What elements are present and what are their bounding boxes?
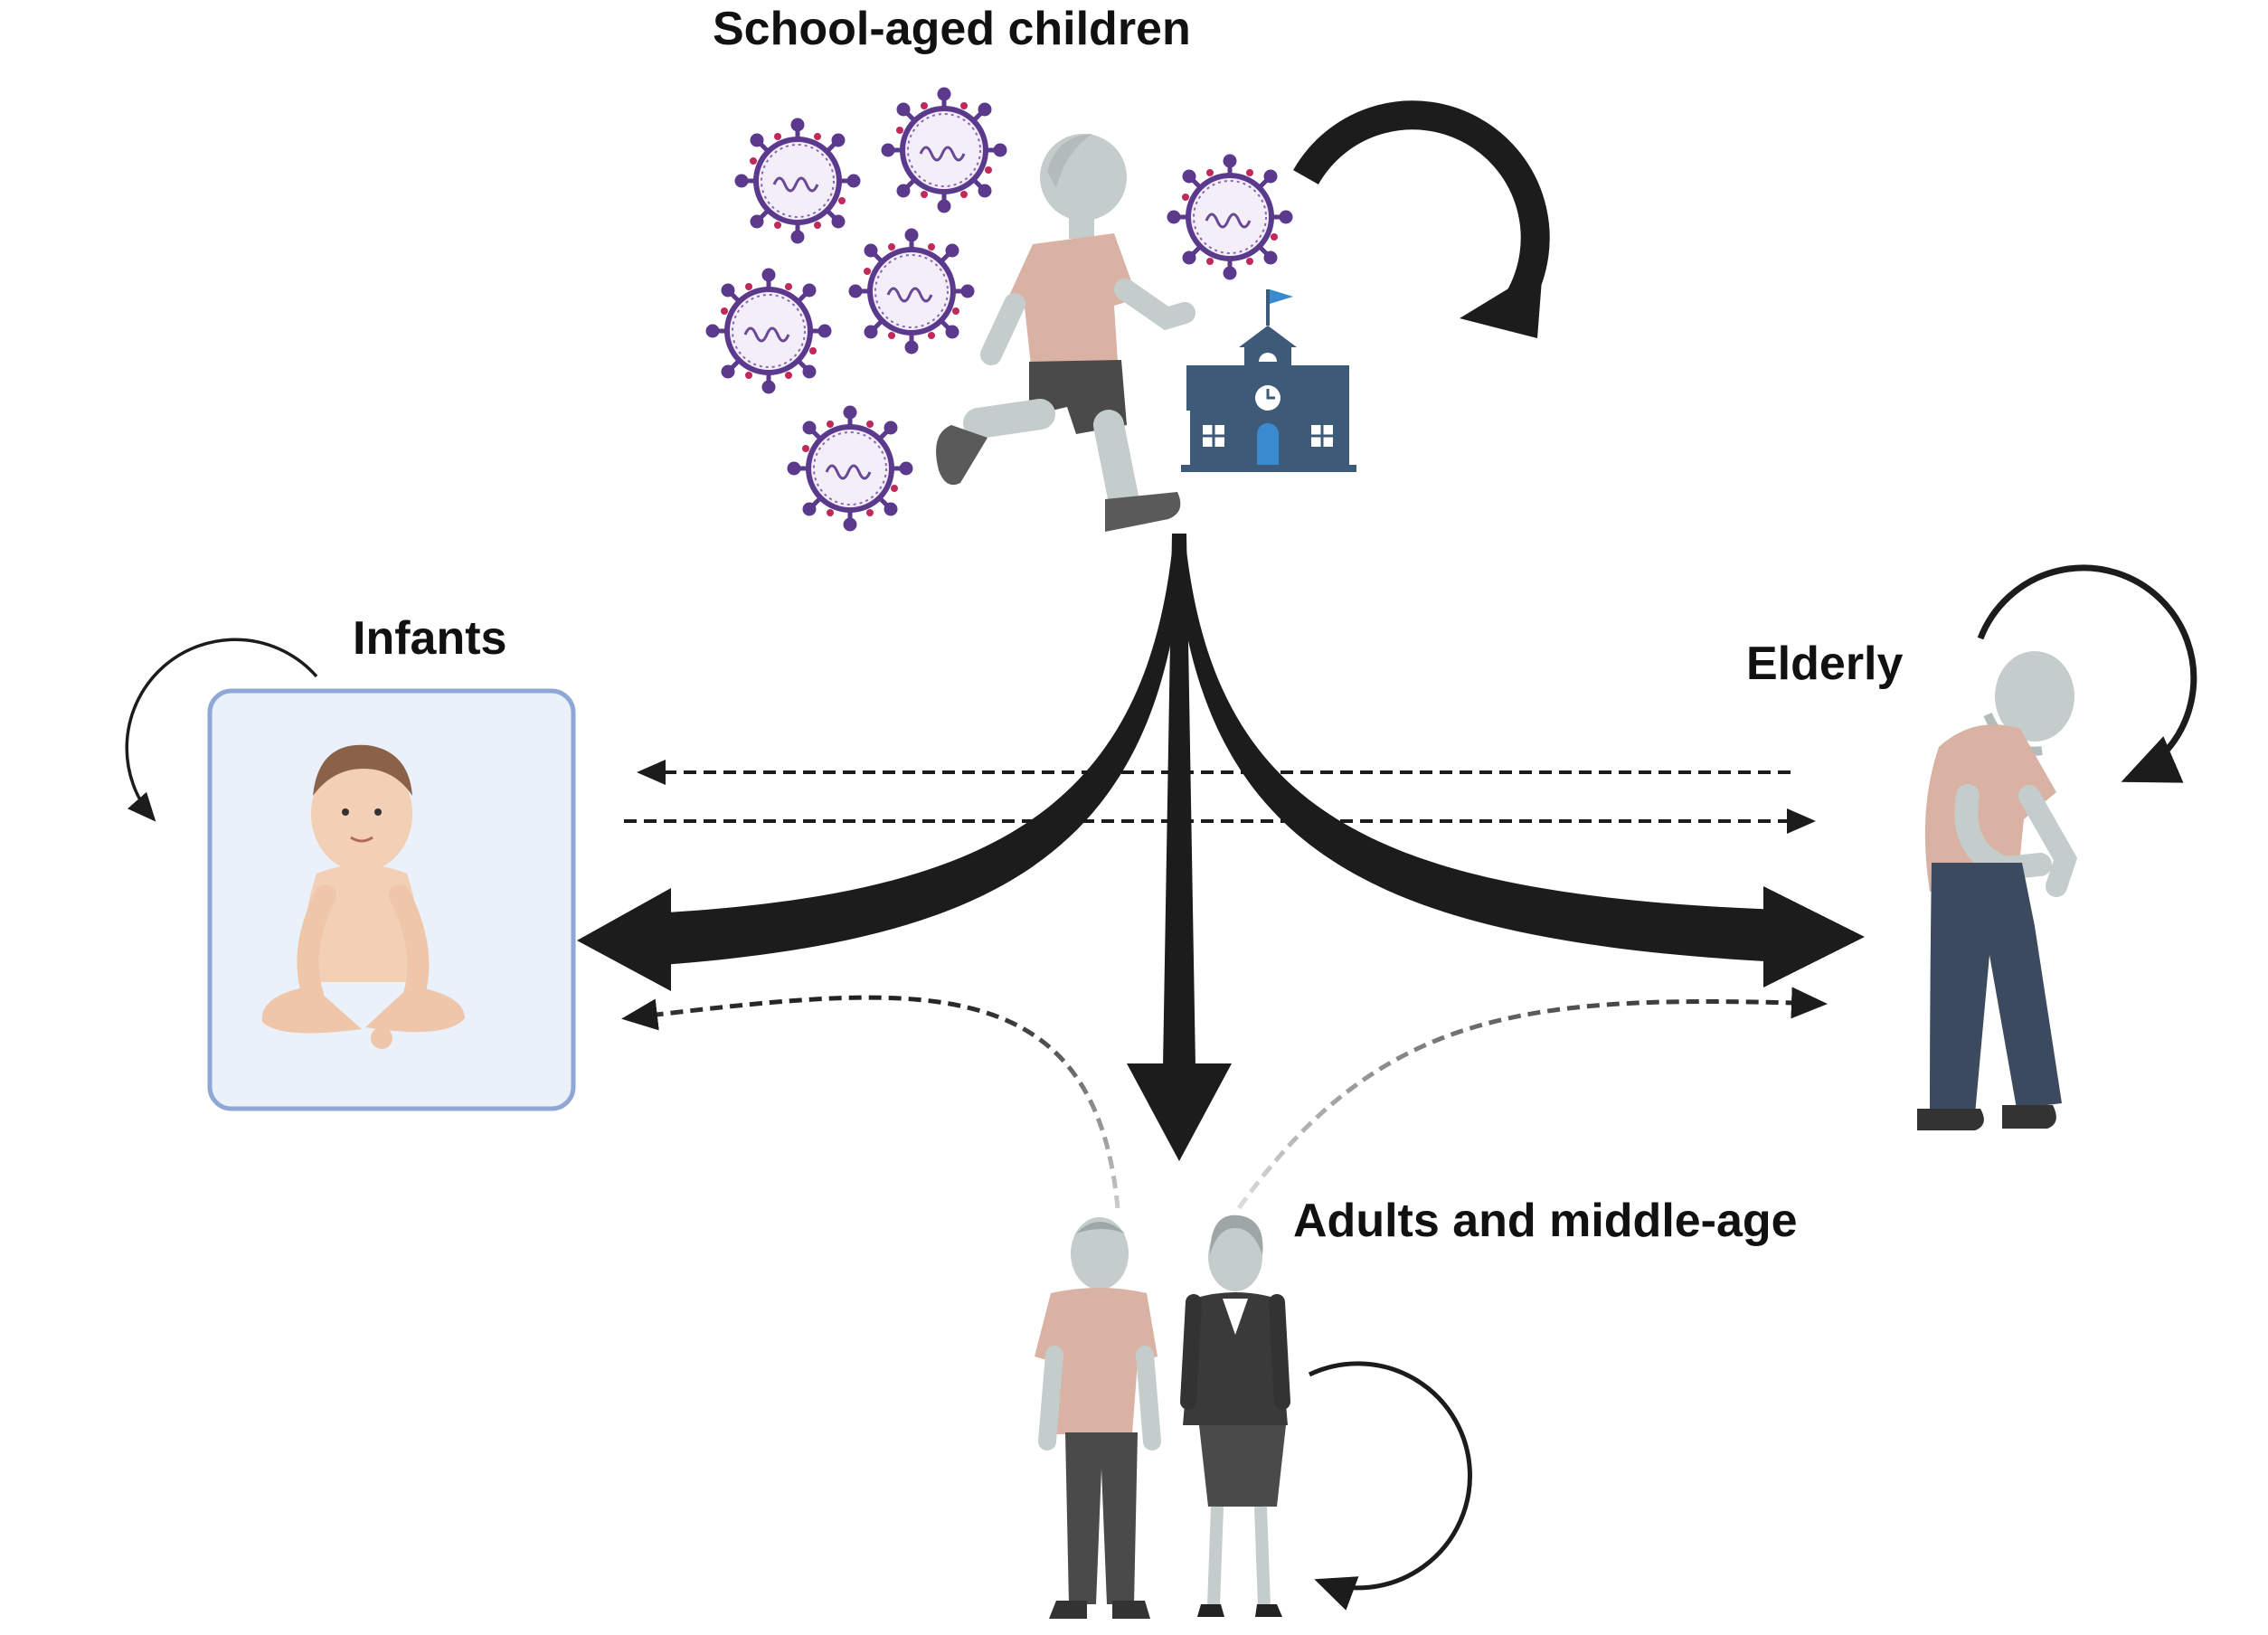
adults-to-elderly-arrow — [1236, 987, 1828, 1210]
elderly-self-transmission-arrow — [1977, 564, 2197, 783]
virus-icon — [1169, 156, 1290, 278]
elderly-person-icon — [1917, 651, 2078, 1130]
running-child-icon — [936, 134, 1195, 532]
man-icon — [1035, 1217, 1161, 1619]
school-self-transmission-arrow — [1293, 100, 1550, 338]
school-children-label: School-aged children — [713, 3, 1191, 55]
adults-self-transmission-arrow — [1308, 1361, 1472, 1611]
infant-self-transmission-arrow — [125, 638, 318, 822]
infant-panel — [207, 688, 576, 1111]
baby-icon — [261, 744, 465, 1049]
school-to-elderly-arrow — [1174, 534, 1865, 988]
elderly-label: Elderly — [1746, 638, 1904, 690]
virus-icon — [851, 231, 972, 352]
adults-to-infants-arrow — [621, 995, 1120, 1209]
infants-label: Infants — [353, 612, 507, 665]
woman-icon — [1180, 1214, 1290, 1617]
school-to-adults-arrow — [1127, 534, 1232, 1161]
school-building-icon — [1181, 289, 1356, 472]
adults-label: Adults and middle-age — [1293, 1195, 1798, 1247]
school-to-infants-arrow — [577, 534, 1185, 991]
virus-icon — [737, 120, 858, 241]
virus-icon — [884, 90, 1005, 211]
virus-icon — [708, 270, 829, 392]
virus-icon — [789, 408, 911, 529]
